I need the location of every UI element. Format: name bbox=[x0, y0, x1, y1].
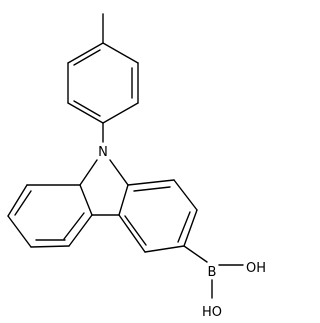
c-b-bond bbox=[183, 245, 208, 263]
right-benzo-ring bbox=[118, 179, 198, 253]
boron-label: B bbox=[208, 265, 217, 280]
nitrogen-label: N bbox=[98, 145, 108, 160]
left-benzo-ring bbox=[7, 184, 93, 248]
tolyl-ring bbox=[67, 42, 139, 124]
molecule-drawing: N B OH HO bbox=[7, 13, 266, 320]
hydroxyl-upper-label: OH bbox=[246, 261, 266, 276]
pyrrole-ring bbox=[79, 159, 129, 216]
structure-canvas: N B OH HO bbox=[7, 13, 266, 320]
hydroxyl-lower-label: HO bbox=[202, 305, 222, 320]
